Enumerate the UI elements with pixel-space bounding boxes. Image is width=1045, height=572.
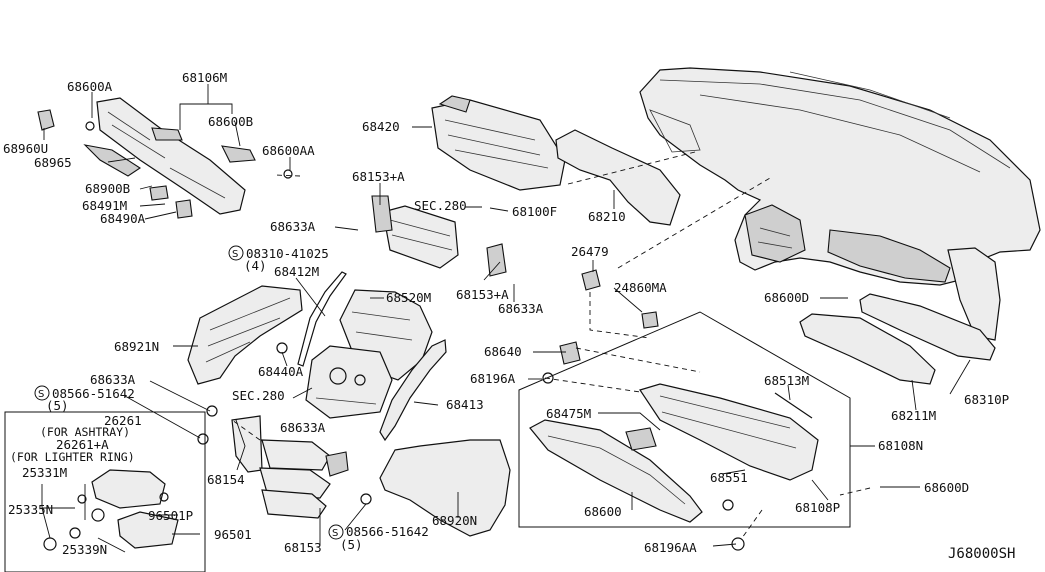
- label-68106m: 68106M: [182, 70, 227, 85]
- label-68475m: 68475M: [546, 406, 591, 421]
- label-68210: 68210: [588, 209, 626, 224]
- trim-68211m-68310p: [799, 293, 996, 385]
- label-08566-51642-low: 08566-51642: [346, 524, 429, 539]
- label-qty5-top: (5): [46, 398, 69, 413]
- label-68440a: 68440A: [258, 364, 304, 379]
- cluster-lid-68210: [555, 129, 681, 226]
- label-25335n: 25335N: [8, 502, 53, 517]
- label-25339n: 25339N: [62, 542, 107, 557]
- label-26479: 26479: [571, 244, 609, 259]
- label-68196a: 68196A: [470, 371, 516, 386]
- label-68633a-box: 68633A: [280, 420, 326, 435]
- control-panel-sec280: [305, 345, 393, 419]
- label-68154: 68154: [207, 472, 245, 487]
- ashtray-parts: [43, 469, 179, 551]
- dashed-guides: [231, 151, 871, 539]
- lower-cover-68920n: [379, 439, 511, 537]
- label-68310p: 68310P: [964, 392, 1009, 407]
- label-68600aa: 68600AA: [262, 143, 315, 158]
- label-68412m: 68412M: [274, 264, 319, 279]
- label-68108p: 68108P: [795, 500, 840, 515]
- audio-unit-sec280: [371, 195, 507, 277]
- label-24860ma: 24860MA: [614, 280, 667, 295]
- label-68100f: 68100F: [512, 204, 557, 219]
- label-68633a-low: 68633A: [90, 372, 136, 387]
- strip-68413: [379, 339, 447, 442]
- label-68965: 68965: [34, 155, 72, 170]
- label-qty5-low: (5): [340, 537, 363, 552]
- label-68551: 68551: [710, 470, 748, 485]
- label-68600a: 68600A: [67, 79, 113, 94]
- screw-symbol-icon: S: [328, 524, 344, 540]
- finisher-68106m: [37, 97, 293, 219]
- screw-symbol-icon: S: [34, 385, 50, 401]
- label-68640: 68640: [484, 344, 522, 359]
- label-68520m: 68520M: [386, 290, 431, 305]
- svg-text:S: S: [332, 528, 338, 539]
- label-26261: 26261: [104, 413, 142, 428]
- label-68900b: 68900B: [85, 181, 130, 196]
- label-68600d-top: 68600D: [764, 290, 809, 305]
- instrument-panel-assembly: [639, 67, 1041, 341]
- label-08566-51642-top: 08566-51642: [52, 386, 135, 401]
- glove-box-assembly: [529, 341, 819, 551]
- label-26261a: 26261+A: [56, 437, 109, 452]
- label-68153a-mid: 68153+A: [456, 287, 509, 302]
- label-96501p: 96501P: [148, 508, 193, 523]
- label-68960u: 68960U: [3, 141, 48, 156]
- label-68921n: 68921N: [114, 339, 159, 354]
- label-68513m: 68513M: [764, 373, 809, 388]
- cluster-housing-68420: [431, 95, 566, 191]
- label-68153: 68153: [284, 540, 322, 555]
- svg-text:S: S: [232, 249, 238, 260]
- label-68633a-top: 68633A: [270, 219, 316, 234]
- label-68211m: 68211M: [891, 408, 936, 423]
- label-08310-41025: 08310-41025: [246, 246, 329, 261]
- label-68196aa: 68196AA: [644, 540, 697, 555]
- screw-symbol-icon: S: [228, 245, 244, 261]
- label-sec280-top: SEC.280: [414, 198, 467, 213]
- label-68413: 68413: [446, 397, 484, 412]
- label-for-ashtray: (FOR ASHTRAY): [40, 425, 130, 439]
- label-25331m: 25331M: [22, 465, 67, 480]
- label-68491m: 68491M: [82, 198, 127, 213]
- leader-lines: [41, 84, 971, 553]
- switch-26479: [581, 269, 659, 329]
- label-68600b: 68600B: [208, 114, 253, 129]
- label-68920n: 68920N: [432, 513, 477, 528]
- svg-text:S: S: [38, 389, 44, 400]
- label-68108n: 68108N: [878, 438, 923, 453]
- label-96501: 96501: [214, 527, 252, 542]
- label-68633a-mid: 68633A: [498, 301, 544, 316]
- strip-68412m: [297, 271, 347, 367]
- label-qty4: (4): [244, 258, 267, 273]
- label-for-lighter-ring: (FOR LIGHTER RING): [10, 450, 135, 464]
- glove-box-outline: [518, 311, 851, 528]
- label-sec280-mid: SEC.280: [232, 388, 285, 403]
- label-68420: 68420: [362, 119, 400, 134]
- ashtray-inset-box: [4, 411, 206, 572]
- label-68153a-top: 68153+A: [352, 169, 405, 184]
- side-panel-68921n: [187, 285, 303, 385]
- diagram-reference-code: J68000SH: [948, 546, 1015, 562]
- part-labels: 68600A 68106M 68960U 68600B 68965 68600A…: [3, 70, 1015, 562]
- label-68600: 68600: [584, 504, 622, 519]
- label-68600d-low: 68600D: [924, 480, 969, 495]
- label-68490a: 68490A: [100, 211, 146, 226]
